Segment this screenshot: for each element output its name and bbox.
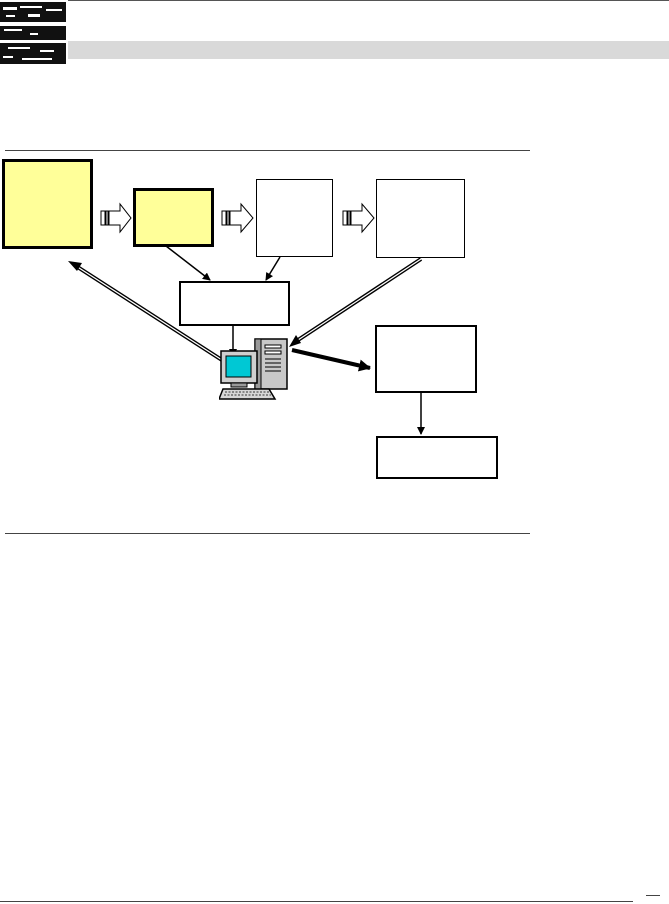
output-box — [375, 325, 477, 393]
arrow-stage3-to-collector — [265, 256, 281, 281]
stage-2-box — [133, 188, 214, 247]
arrow-computer-to-output — [291, 348, 371, 372]
arrow-stage4-to-computer — [289, 257, 423, 347]
footer-rule — [0, 901, 633, 902]
stage-1-box — [2, 159, 93, 249]
diagram-frame-top-rule — [5, 150, 530, 151]
top-rule — [0, 0, 669, 1]
emblem-logo — [0, 0, 68, 68]
stage-4-box — [376, 179, 465, 258]
collector-box — [179, 281, 290, 326]
block-arrow-2-3 — [221, 202, 254, 234]
diagram-frame-bottom-rule — [5, 533, 530, 534]
block-arrow-1-2 — [100, 202, 132, 234]
arrow-stage2-to-collector — [165, 245, 211, 281]
header-band — [68, 41, 669, 59]
desktop-computer-icon — [219, 338, 288, 400]
footer-mark — [646, 895, 660, 896]
final-box — [376, 436, 498, 479]
stage-3-box — [256, 179, 333, 257]
block-arrow-3-4 — [342, 202, 375, 234]
arrow-computer-to-stage1 — [68, 261, 227, 364]
